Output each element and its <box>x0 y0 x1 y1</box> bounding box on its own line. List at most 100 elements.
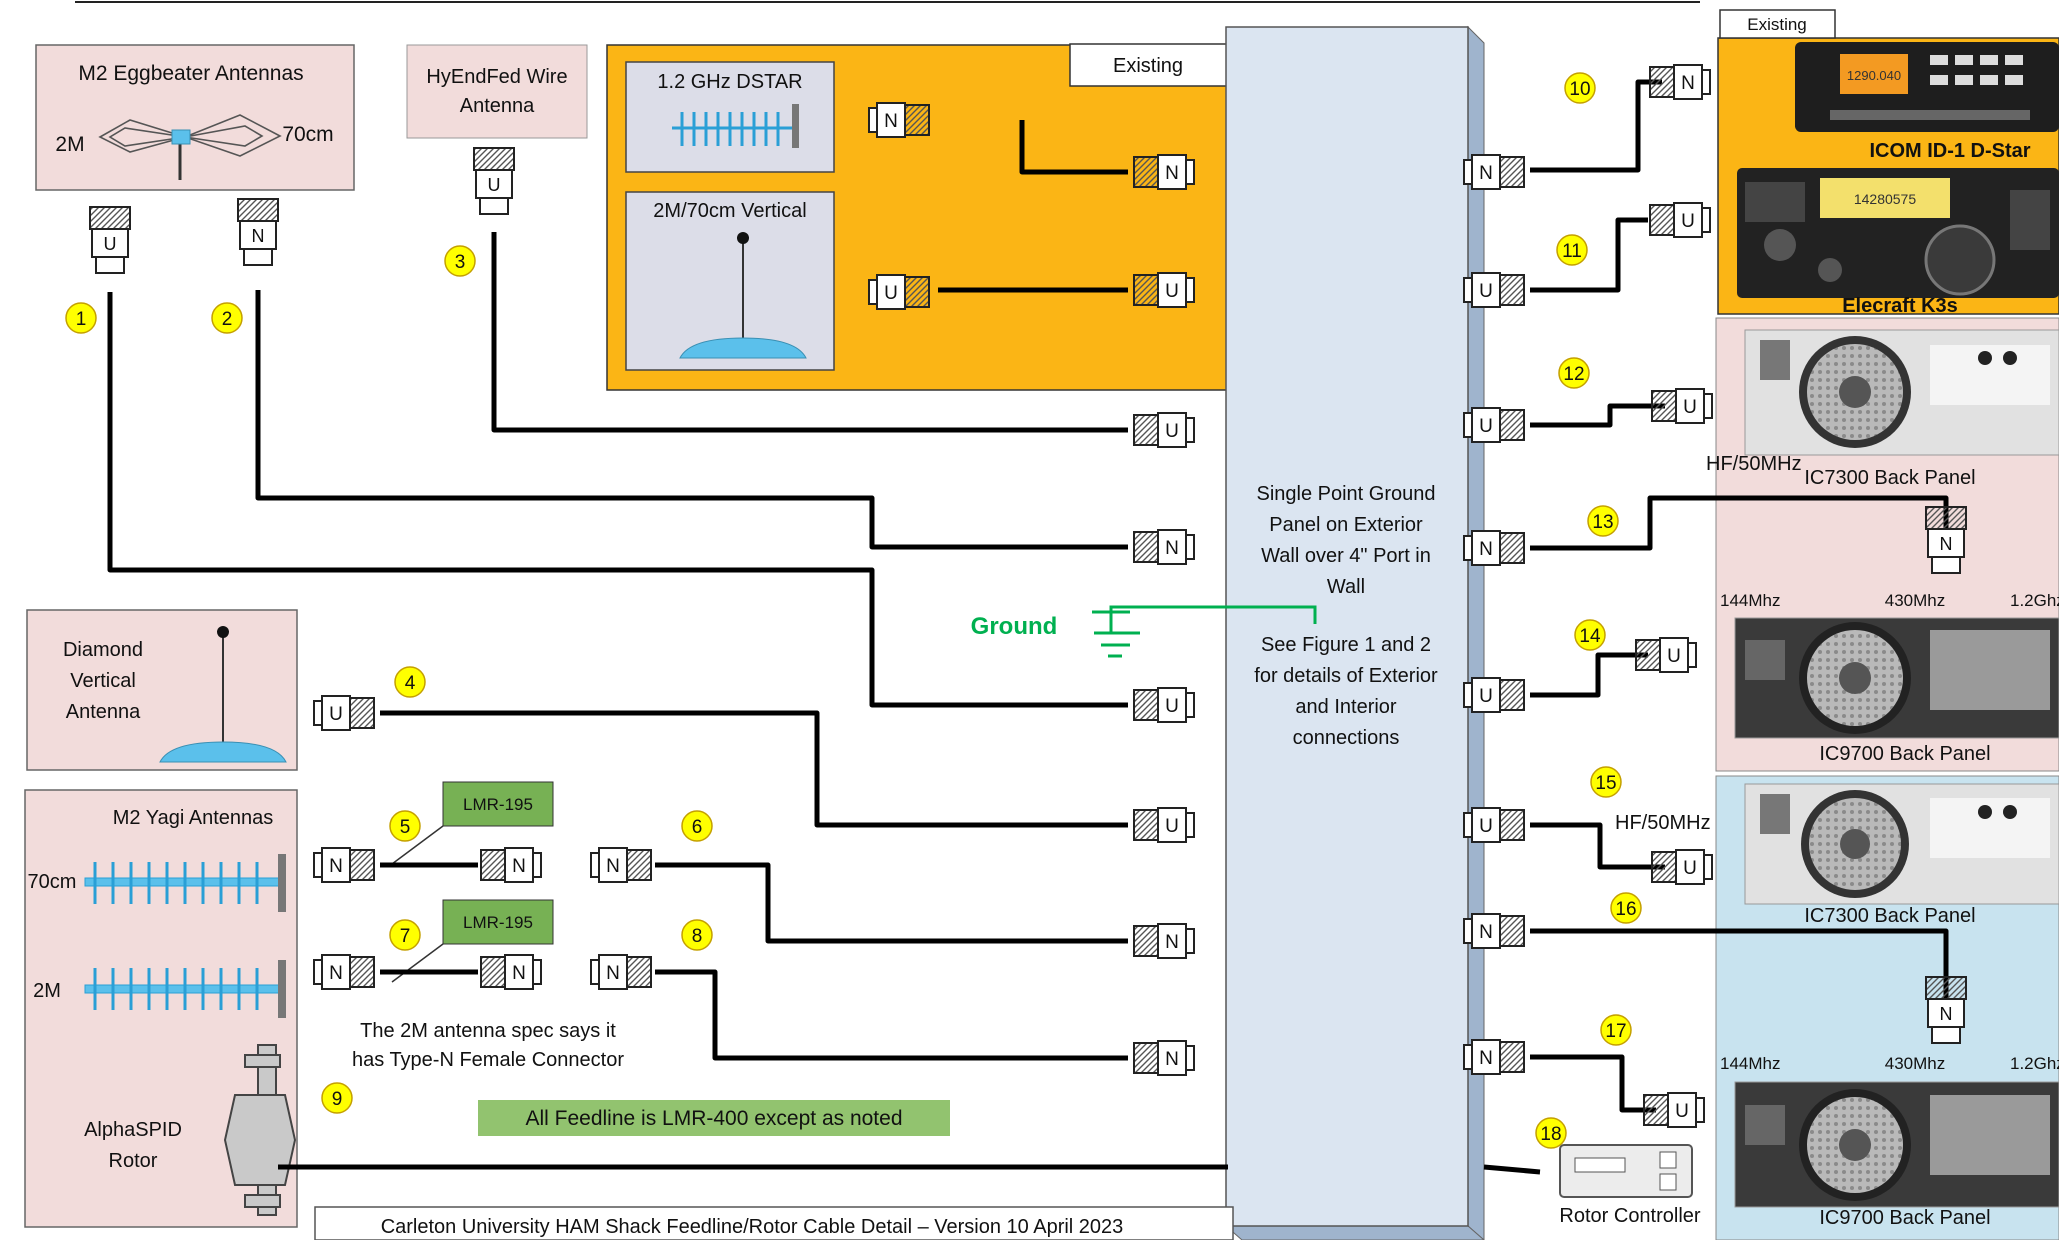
svg-text:5: 5 <box>400 817 411 838</box>
u-connector: U <box>1652 389 1712 423</box>
svg-text:N: N <box>884 111 898 132</box>
n-connector: N <box>591 955 651 989</box>
number-badge: 12 <box>1559 358 1589 388</box>
svg-text:U: U <box>1675 1101 1689 1122</box>
svg-text:connections: connections <box>1293 727 1400 749</box>
svg-text:Wall over 4" Port in: Wall over 4" Port in <box>1261 545 1431 567</box>
cable <box>1484 1167 1540 1172</box>
svg-text:U: U <box>329 704 343 725</box>
svg-text:N: N <box>1165 932 1179 953</box>
svg-text:N: N <box>252 226 265 246</box>
u-connector: U <box>1464 678 1524 712</box>
svg-text:3: 3 <box>455 252 466 273</box>
svg-text:N: N <box>1165 538 1179 559</box>
yagi-title: M2 Yagi Antennas <box>113 807 274 829</box>
number-badge: 18 <box>1536 1118 1566 1148</box>
svg-text:N: N <box>1681 73 1695 94</box>
svg-text:16: 16 <box>1615 899 1636 920</box>
svg-text:N: N <box>1479 922 1493 943</box>
svg-text:N: N <box>329 963 343 984</box>
u-connector: U <box>1464 808 1524 842</box>
u-connector: U <box>869 275 929 309</box>
feedline-note: All Feedline is LMR-400 except as noted <box>525 1107 902 1130</box>
u-connector: U <box>1134 413 1194 447</box>
number-badge: 3 <box>445 246 475 276</box>
ic9700-1-band-12g: 1.2Ghz <box>2010 591 2059 610</box>
eggbeater-box: M2 Eggbeater Antennas 2M 70cm <box>36 45 354 190</box>
svg-text:U: U <box>1165 421 1179 442</box>
number-badge: 8 <box>682 920 712 950</box>
cable <box>1530 406 1665 425</box>
rotor-controller-label: Rotor Controller <box>1559 1205 1701 1227</box>
n-connector: N <box>314 955 374 989</box>
svg-text:U: U <box>1479 816 1493 837</box>
svg-text:N: N <box>1940 1004 1953 1024</box>
number-badge: 13 <box>1588 506 1618 536</box>
ic9700-1-band-144: 144Mhz <box>1720 591 1780 610</box>
icom-label: ICOM ID-1 D-Star <box>1869 140 2030 162</box>
svg-text:U: U <box>1165 281 1179 302</box>
n-connector: N <box>1464 155 1524 189</box>
number-badge: 16 <box>1611 893 1641 923</box>
svg-text:U: U <box>1479 416 1493 437</box>
ic9700-label-2: IC9700 Back Panel <box>1819 1207 1990 1229</box>
eggbeater-70cm-label: 70cm <box>282 123 333 146</box>
svg-text:6: 6 <box>692 817 703 838</box>
dstar-title: 1.2 GHz DSTAR <box>657 71 802 93</box>
note-2m-line-2: has Type-N Female Connector <box>352 1049 624 1071</box>
svg-text:for details of Exterior: for details of Exterior <box>1254 665 1438 687</box>
rotor-controller: Rotor Controller <box>1559 1145 1701 1227</box>
u-connector: U <box>1464 408 1524 442</box>
n-connector: N <box>481 955 541 989</box>
svg-text:and Interior: and Interior <box>1295 696 1397 718</box>
n-connector: N <box>314 848 374 882</box>
existing-small-tag-label: Existing <box>1747 15 1807 34</box>
svg-text:15: 15 <box>1595 773 1616 794</box>
svg-text:7: 7 <box>400 926 411 947</box>
note-2m-line-1: The 2M antenna spec says it <box>360 1020 616 1042</box>
svg-text:10: 10 <box>1569 79 1590 100</box>
ic9700-2-band-144: 144Mhz <box>1720 1054 1780 1073</box>
svg-text:U: U <box>1681 211 1695 232</box>
cable <box>655 865 1128 941</box>
k3s-label: Elecraft K3s <box>1842 295 1958 317</box>
n-connector: N <box>1464 914 1524 948</box>
n-connector: N <box>1926 507 1966 573</box>
svg-text:N: N <box>512 963 526 984</box>
svg-text:N: N <box>606 963 620 984</box>
number-badge: 9 <box>322 1083 352 1113</box>
u-connector: U <box>1644 1093 1704 1127</box>
svg-text:Wall: Wall <box>1327 576 1365 598</box>
cable <box>655 972 1128 1058</box>
svg-text:U: U <box>1667 646 1681 667</box>
n-connector: N <box>869 103 929 137</box>
u-connector: U <box>1464 273 1524 307</box>
u-connector: U <box>1636 638 1696 672</box>
svg-text:U: U <box>1165 816 1179 837</box>
svg-text:2: 2 <box>222 309 233 330</box>
ic7300-label-1: IC7300 Back Panel <box>1804 467 1975 489</box>
existing-tag-label: Existing <box>1113 55 1183 77</box>
svg-text:U: U <box>1165 696 1179 717</box>
eggbeater-2m-label: 2M <box>55 133 84 156</box>
hyendfed-line-2: Antenna <box>460 95 535 117</box>
svg-text:N: N <box>1940 534 1953 554</box>
cable <box>1530 655 1648 695</box>
svg-text:U: U <box>884 283 898 304</box>
n-connector: N <box>238 199 278 265</box>
u-connector: U <box>90 207 130 273</box>
diamond-line-3: Antenna <box>66 701 141 723</box>
svg-text:N: N <box>329 856 343 877</box>
dstar-antenna-box: 1.2 GHz DSTAR <box>626 62 834 172</box>
eggbeater-title: M2 Eggbeater Antennas <box>78 62 303 85</box>
vertical-antenna-box: 2M/70cm Vertical <box>626 192 834 370</box>
svg-text:1: 1 <box>76 309 87 330</box>
ic7300-label-2: IC7300 Back Panel <box>1804 905 1975 927</box>
ground-label: Ground <box>971 613 1058 640</box>
svg-text:U: U <box>1683 397 1697 418</box>
svg-text:17: 17 <box>1605 1021 1626 1042</box>
ic9700-1-band-430: 430Mhz <box>1885 591 1945 610</box>
svg-text:N: N <box>1479 163 1493 184</box>
svg-text:N: N <box>1165 163 1179 184</box>
